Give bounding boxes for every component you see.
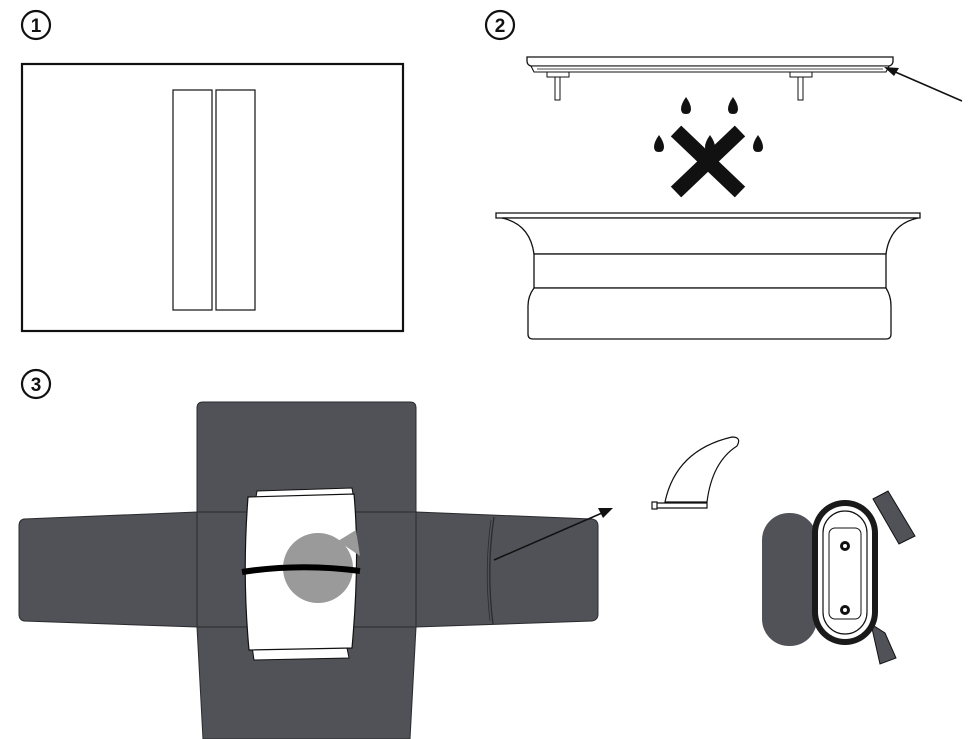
step-1-badge: 1 bbox=[20, 9, 52, 41]
step-1-number: 1 bbox=[31, 16, 42, 37]
board-tray bbox=[495, 212, 921, 340]
deck-pad-strip-right bbox=[215, 89, 256, 311]
fin-box-with-straps bbox=[762, 490, 916, 665]
board-lid bbox=[526, 56, 894, 101]
step-2-badge: 2 bbox=[484, 9, 516, 41]
step-3-number: 3 bbox=[31, 375, 42, 396]
fin bbox=[651, 436, 740, 510]
deck-pad-strip-left bbox=[172, 89, 213, 311]
water-drop-icon bbox=[654, 97, 763, 152]
forbidden-x-icon bbox=[670, 125, 746, 198]
step-3-badge: 3 bbox=[20, 368, 52, 400]
arrow-icon bbox=[493, 508, 613, 561]
step-1-panel bbox=[20, 62, 405, 333]
step-2-number: 2 bbox=[495, 16, 506, 37]
arrow-icon bbox=[884, 67, 963, 102]
rolled-board bbox=[241, 487, 361, 661]
